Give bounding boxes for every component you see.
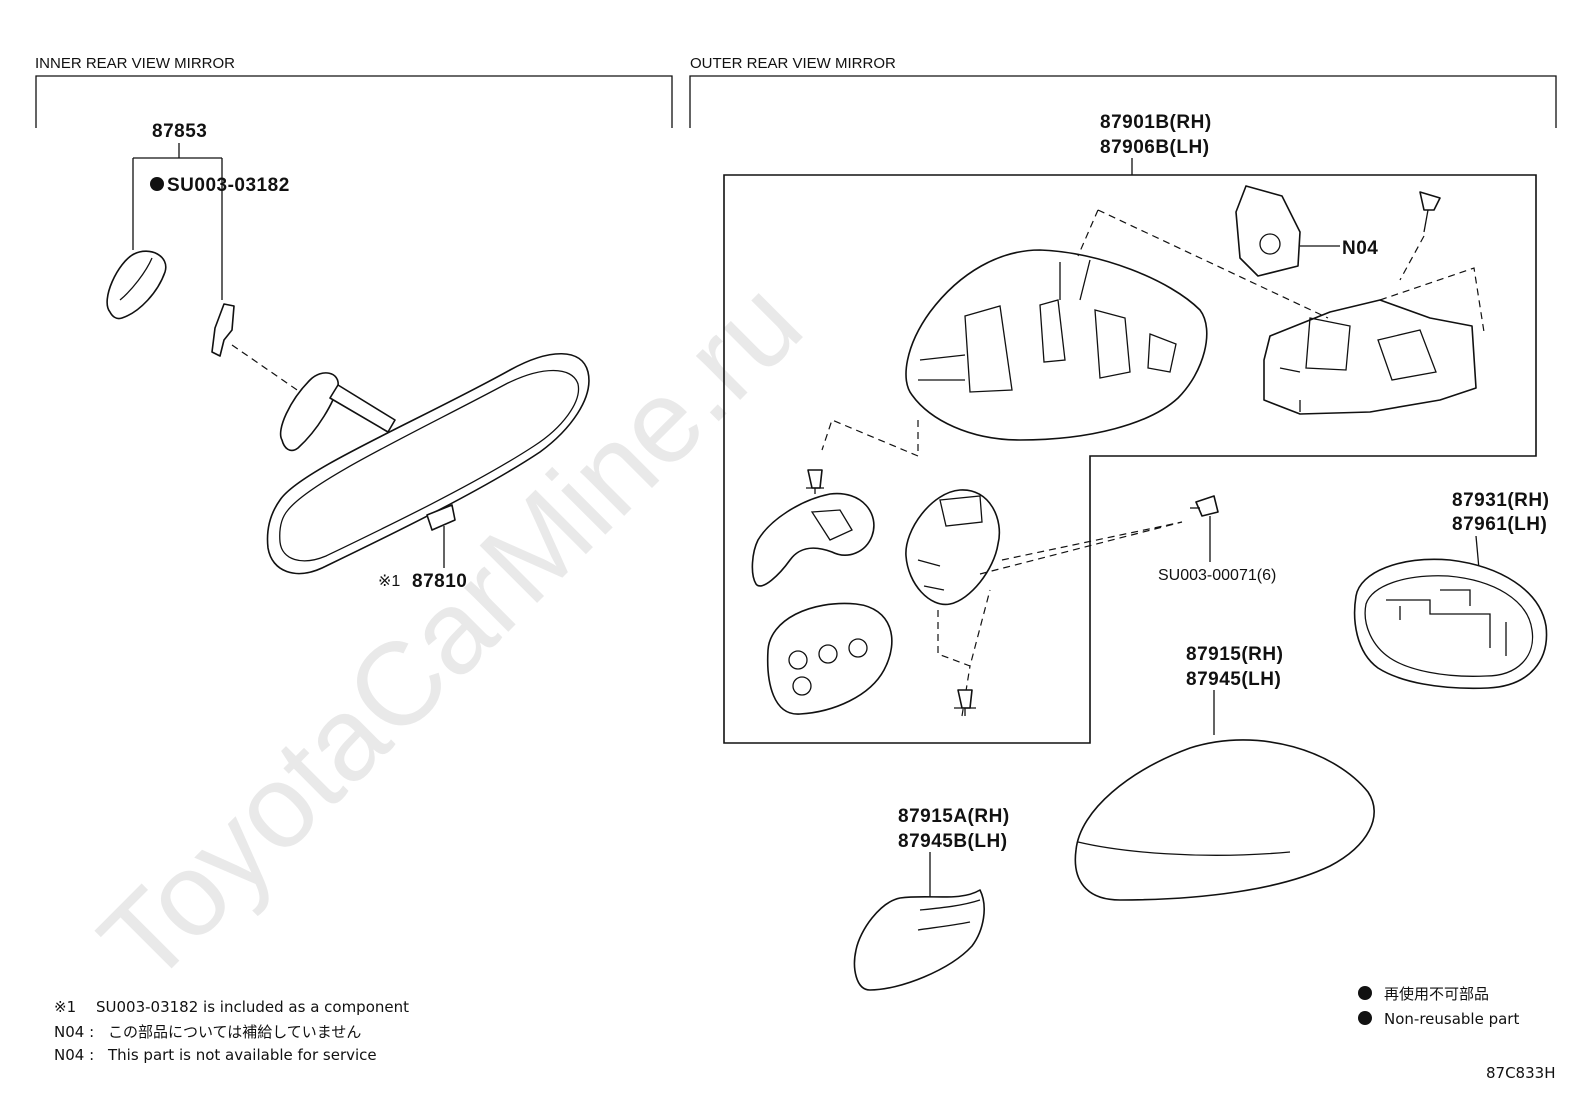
legend-dot-jp bbox=[1358, 986, 1372, 1000]
legend-dot-en bbox=[1358, 1011, 1372, 1025]
mirror-mount-icon bbox=[279, 372, 339, 452]
outer-section-bracket bbox=[689, 75, 1557, 128]
diagram-code: 87C833H bbox=[1486, 1064, 1555, 1082]
label-87961: 87961(LH) bbox=[1452, 514, 1547, 535]
non-reusable-dot bbox=[150, 177, 164, 191]
label-87945: 87945(LH) bbox=[1186, 669, 1281, 690]
n04-motor-icon bbox=[1235, 185, 1301, 277]
label-87931: 87931(RH) bbox=[1452, 490, 1549, 511]
leader-87853 bbox=[132, 143, 223, 300]
bottom-screw-head bbox=[954, 707, 976, 716]
outer-section-title: OUTER REAR VIEW MIRROR bbox=[690, 55, 896, 72]
glass-plate-hole-3 bbox=[848, 638, 868, 658]
label-87853: 87853 bbox=[152, 121, 207, 142]
label-87810: 87810 bbox=[412, 571, 467, 592]
bracket-plate-hole bbox=[810, 509, 853, 541]
screw-icon bbox=[1419, 191, 1441, 211]
inner-mirror-icon bbox=[266, 353, 590, 575]
mirror-cover-shell-edge bbox=[1077, 841, 1291, 856]
mirror-glass-heater bbox=[1386, 589, 1507, 656]
label-87915a: 87915A(RH) bbox=[898, 806, 1010, 827]
bracket-dash bbox=[821, 419, 919, 457]
label-su003-00071: SU003-00071(6) bbox=[1158, 567, 1276, 584]
housing-inner bbox=[964, 299, 1177, 393]
assembly-frame bbox=[723, 174, 1537, 744]
mirror-cover-edge-icon bbox=[119, 257, 153, 301]
glass-plate-hole-4 bbox=[792, 676, 812, 696]
pivot-dash bbox=[937, 521, 1183, 717]
mirror-glass-icon bbox=[1353, 558, 1548, 690]
n04-jp-text: この部品については補給していません bbox=[108, 1023, 361, 1041]
small-screw-icon bbox=[807, 469, 823, 489]
screw-shank bbox=[1423, 209, 1429, 233]
garnish-detail bbox=[917, 899, 981, 931]
inner-section-title: INNER REAR VIEW MIRROR bbox=[35, 55, 235, 72]
label-87901b: 87901B(RH) bbox=[1100, 112, 1212, 133]
small-screw-head bbox=[806, 487, 824, 494]
label-87915: 87915(RH) bbox=[1186, 644, 1283, 665]
actuator-base-icon bbox=[1263, 299, 1477, 415]
glass-plate-icon bbox=[766, 602, 893, 715]
bracket-plate-icon bbox=[751, 492, 875, 587]
su003-00071-screw-icon bbox=[1195, 495, 1219, 517]
label-su003-03182: SU003-03182 bbox=[167, 175, 290, 196]
n04-motor-gear bbox=[1259, 233, 1281, 255]
actuator-dash bbox=[1077, 209, 1485, 333]
glass-plate-hole-2 bbox=[818, 644, 838, 664]
label-87945b: 87945B(LH) bbox=[898, 831, 1008, 852]
watermark: ToyotaCarMine.ru bbox=[75, 257, 827, 1009]
screw-dash bbox=[1399, 235, 1425, 281]
inner-section-bracket bbox=[35, 75, 673, 128]
housing-ribs bbox=[918, 259, 1091, 381]
n04-jp-label: N04 : bbox=[54, 1023, 94, 1041]
note1-text: SU003-03182 is included as a component bbox=[96, 998, 409, 1016]
n04-en-label: N04 : bbox=[54, 1046, 94, 1064]
pivot-detail bbox=[917, 495, 983, 591]
mirror-stem-icon bbox=[329, 384, 396, 433]
note1-mark: ※1 bbox=[54, 998, 76, 1016]
bottom-screw-icon bbox=[957, 689, 973, 709]
garnish-icon bbox=[853, 889, 985, 991]
actuator-detail bbox=[1279, 317, 1437, 412]
mirror-sensor-icon bbox=[426, 504, 456, 531]
legend-en: Non-reusable part bbox=[1384, 1010, 1519, 1028]
mirror-housing-icon bbox=[905, 249, 1208, 441]
label-87906b: 87906B(LH) bbox=[1100, 137, 1210, 158]
clip-dash bbox=[231, 344, 301, 393]
mirror-glass-inner bbox=[1364, 575, 1534, 677]
mirror-cover-icon bbox=[106, 250, 167, 320]
legend-jp: 再使用不可部品 bbox=[1384, 985, 1489, 1003]
mirror-cover-shell-icon bbox=[1074, 739, 1375, 901]
n04-en-text: This part is not available for service bbox=[107, 1046, 377, 1064]
glass-plate-hole-1 bbox=[788, 650, 808, 670]
label-87810-mark: ※1 bbox=[378, 573, 400, 590]
clip-icon bbox=[211, 303, 235, 357]
inner-mirror-bezel bbox=[279, 369, 580, 562]
pivot-icon bbox=[905, 489, 1001, 606]
label-n04: N04 bbox=[1342, 238, 1378, 259]
